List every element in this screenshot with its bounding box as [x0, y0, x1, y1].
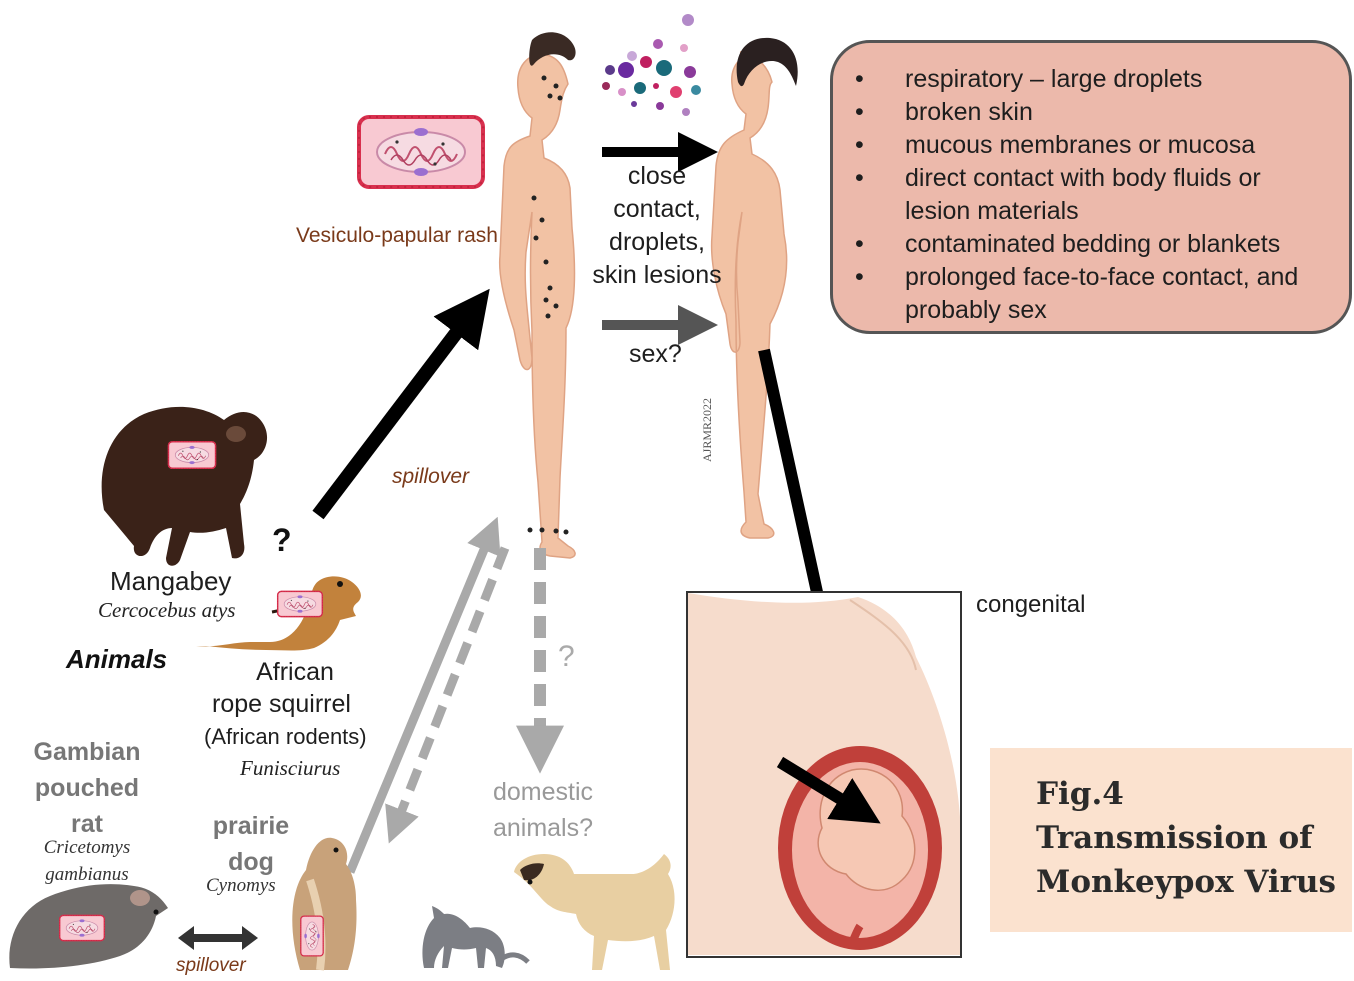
domestic-animals-label-line: animals? [478, 810, 608, 846]
mangabey-latin: Cercocebus atys [98, 598, 235, 623]
transmission-label-line: skin lesions [584, 259, 730, 292]
prairie-dog-latin: Cynomys [206, 875, 276, 897]
congenital-arrow [764, 350, 822, 615]
caption-figure-number: Fig.4 [1036, 772, 1352, 816]
spillover-double-arrow [178, 926, 258, 950]
squirrel-latin: Funisciurus [240, 756, 340, 781]
virion-icon [359, 117, 483, 187]
transmission-label: close contact, droplets, skin lesions [584, 160, 730, 292]
transmission-routes-box: respiratory – large droplets broken skin… [830, 40, 1352, 334]
animals-heading: Animals [66, 644, 167, 675]
chimpanzee-icon [102, 407, 267, 566]
congenital-label: congenital [976, 591, 1085, 619]
route-item: direct contact with body fluids or [855, 162, 1349, 195]
transmission-label-line: contact, [584, 193, 730, 226]
watermark: AJRMR2022 [700, 398, 715, 462]
figure-caption: Fig.4 Transmission of Monkeypox Virus [990, 748, 1352, 932]
rash-label: Vesiculo-papular rash [296, 224, 498, 248]
sex-label: sex? [629, 340, 682, 369]
squirrel-label-line: (African rodents) [204, 724, 367, 750]
squirrel-label-line: rope squirrel [212, 690, 351, 719]
domestic-animals-label: domestic animals? [478, 774, 608, 846]
spillover-label: spillover [176, 955, 246, 977]
dog-icon [514, 854, 675, 970]
cat-icon [422, 906, 528, 968]
gambian-rat-latin: Cricetomys gambianus [14, 834, 160, 888]
rodent-to-human-arrow [350, 540, 488, 872]
gambian-rat-label: Gambian pouched rat [14, 734, 160, 842]
route-item: prolonged face-to-face contact, and [855, 261, 1349, 294]
question-mark: ? [272, 522, 292, 559]
fetus-icon [688, 593, 960, 955]
route-item-continuation: lesion materials [855, 195, 1349, 228]
transmission-label-line: close [584, 160, 730, 193]
caption-title-line: Transmission of [1036, 816, 1352, 860]
human-figure-icon [500, 32, 576, 558]
prairie-dog-label-line: prairie [196, 808, 306, 844]
gambian-rat-latin-line: gambianus [14, 861, 160, 888]
squirrel-label-line: African [210, 654, 380, 690]
transmission-label-line: droplets, [584, 226, 730, 259]
caption-title-line: Monkeypox Virus [1036, 860, 1352, 904]
route-item: contaminated bedding or blankets [855, 228, 1349, 261]
mangabey-label: Mangabey [110, 566, 231, 597]
route-item: mucous membranes or mucosa [855, 129, 1349, 162]
domestic-animals-label-line: domestic [478, 774, 608, 810]
spillover-label: spillover [392, 465, 469, 489]
prairie-dog-label: prairie dog [196, 808, 306, 880]
rat-icon [9, 884, 168, 968]
squirrel-label: African [210, 654, 380, 690]
gambian-rat-latin-line: Cricetomys [14, 834, 160, 861]
transmission-routes-list: respiratory – large droplets broken skin… [833, 43, 1349, 327]
gambian-rat-label-line: pouched [14, 770, 160, 806]
question-mark: ? [558, 640, 575, 674]
route-item: respiratory – large droplets [855, 63, 1349, 96]
route-item: broken skin [855, 96, 1349, 129]
route-item-continuation: probably sex [855, 294, 1349, 327]
gambian-rat-label-line: Gambian [14, 734, 160, 770]
droplets-icon [602, 14, 701, 116]
